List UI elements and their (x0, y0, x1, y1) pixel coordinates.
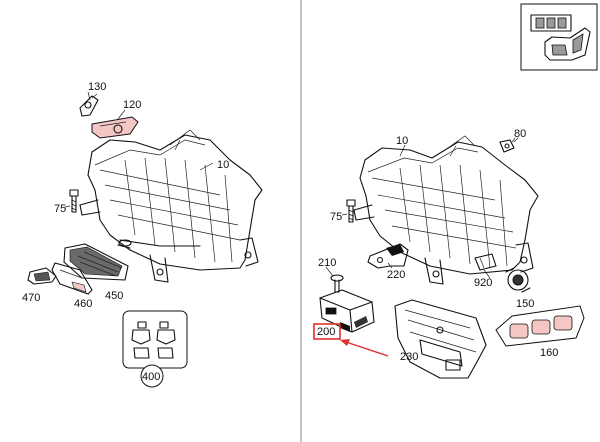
kit-400 (122, 310, 188, 388)
seat-frame-right (353, 135, 539, 285)
callout-460: 460 (74, 298, 92, 310)
part-920 (474, 253, 497, 271)
callout-80: 80 (514, 128, 526, 140)
inset-seat-switch (520, 3, 598, 71)
part-230 (394, 299, 487, 379)
part-450 (63, 243, 129, 281)
callout-150: 150 (516, 298, 534, 310)
highlight-box-200 (313, 323, 341, 340)
part-220 (367, 243, 409, 269)
screw-210 (330, 274, 344, 293)
highlight-arrow-head (340, 339, 350, 346)
callout-920: 920 (474, 277, 492, 289)
part-80 (499, 137, 519, 153)
callout-220: 220 (387, 269, 405, 281)
callout-450: 450 (105, 290, 123, 302)
highlight-arrow-line (345, 341, 389, 357)
callout-210: 210 (318, 257, 336, 269)
callout-10-right: 10 (396, 135, 408, 147)
part-150 (505, 267, 531, 293)
callout-400: 400 (142, 371, 160, 383)
callout-230: 230 (400, 351, 418, 363)
module-200 (319, 289, 375, 333)
part-130 (79, 93, 99, 117)
callout-200: 200 (317, 326, 335, 338)
seat-frame-left (79, 129, 263, 283)
callout-10-left: 10 (217, 159, 229, 171)
callout-75-left: 75 (54, 203, 66, 215)
callout-75-right: 75 (330, 211, 342, 223)
screw-75-right (346, 199, 356, 223)
part-460 (51, 262, 93, 295)
callout-120: 120 (123, 99, 141, 111)
part-120 (91, 116, 139, 139)
part-160 (495, 305, 585, 347)
callout-130: 130 (88, 81, 106, 93)
leader-lines (64, 91, 516, 279)
callout-160: 160 (540, 347, 558, 359)
callout-470: 470 (22, 292, 40, 304)
part-470 (27, 267, 57, 285)
screw-75-left (69, 189, 79, 213)
